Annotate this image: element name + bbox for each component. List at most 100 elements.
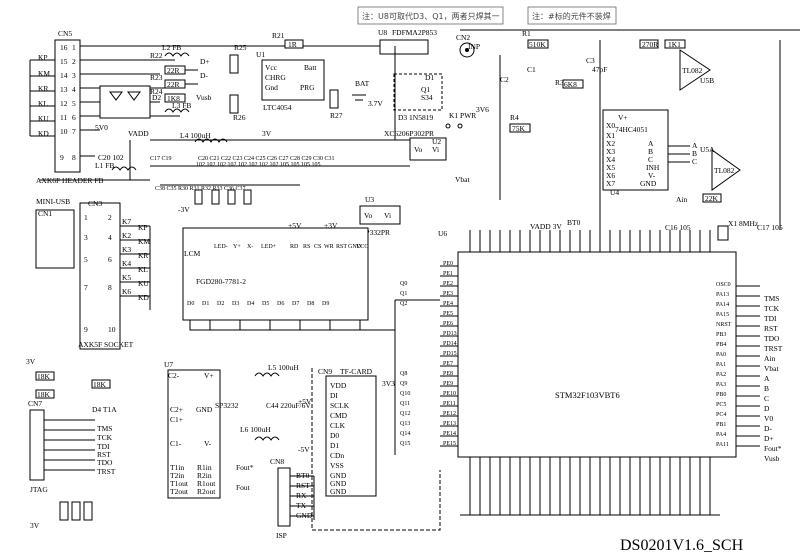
cn5-sig-kp: KP	[38, 53, 48, 62]
svg-text:PE3: PE3	[443, 291, 453, 297]
u5b-ref: U5B	[700, 76, 714, 85]
svg-text:Q2: Q2	[400, 301, 407, 307]
svg-text:C2: C2	[500, 75, 509, 84]
svg-text:K3: K3	[122, 245, 131, 254]
svg-text:CS: CS	[314, 244, 321, 250]
u5b-part: TL082	[682, 66, 703, 75]
svg-text:PE5: PE5	[443, 311, 453, 317]
u8-part: FDFMA2P853	[392, 28, 437, 37]
u1-ref: U1	[256, 50, 265, 59]
rail-ain: Ain	[676, 195, 688, 204]
svg-text:PC5: PC5	[716, 402, 726, 408]
svg-text:C1+: C1+	[170, 415, 183, 424]
svg-text:X6: X6	[606, 171, 615, 180]
u5a-ref: U5A	[700, 145, 715, 154]
svg-text:PRG: PRG	[300, 83, 315, 92]
rail-vbat: Vbat	[455, 175, 470, 184]
cn5-sig-kd: KD	[38, 129, 49, 138]
u5a-part: TL082	[714, 166, 735, 175]
l3-label: L3 FB	[172, 101, 191, 110]
cn5-pin-11: 11	[60, 113, 67, 122]
svg-text:PE7: PE7	[443, 361, 453, 367]
u2-ref: U2	[432, 137, 441, 146]
svg-text:1: 1	[84, 213, 88, 222]
svg-text:3V: 3V	[262, 129, 272, 138]
svg-text:3V3: 3V3	[382, 379, 395, 388]
svg-text:TRST: TRST	[764, 344, 783, 353]
svg-text:D9: D9	[322, 301, 329, 307]
svg-text:B: B	[764, 384, 769, 393]
svg-text:D4: D4	[247, 301, 254, 307]
lcm-module: LCM FGD280-7781-2 LED- Y+ X- LED+ RD RS …	[182, 227, 395, 331]
u7-ref: U7	[164, 360, 173, 369]
svg-text:K7: K7	[122, 217, 131, 226]
svg-text:X7: X7	[606, 179, 615, 188]
svg-text:18K: 18K	[37, 372, 51, 381]
note-u8: 注：U8可取代D3、Q1，两者只焊其一	[357, 6, 504, 25]
svg-text:Q1: Q1	[400, 291, 407, 297]
svg-text:R1in: R1in	[197, 463, 212, 472]
svg-text:C1-: C1-	[170, 439, 182, 448]
cn9-label: TF-CARD	[340, 367, 373, 376]
svg-text:D0: D0	[187, 301, 194, 307]
svg-text:WR: WR	[324, 244, 334, 250]
svg-text:C20 C21 C22 C23 C24 C25 C26 C2: C20 C21 C22 C23 C24 C25 C26 C27 C28 C29 …	[198, 156, 335, 162]
svg-text:C1: C1	[527, 65, 536, 74]
svg-text:R21: R21	[272, 31, 285, 40]
svg-text:Batt: Batt	[304, 63, 317, 72]
svg-text:C38 C35 R30 R31 R32 R33 C36 C3: C38 C35 R30 R31 R32 R33 C36 C37	[155, 186, 246, 192]
svg-text:Q10: Q10	[400, 391, 410, 397]
lcm-part: FGD280-7781-2	[196, 277, 246, 286]
svg-text:D7: D7	[292, 301, 299, 307]
svg-text:PA4: PA4	[716, 432, 726, 438]
svg-text:KU: KU	[138, 279, 149, 288]
svg-text:V+: V+	[618, 113, 628, 122]
cn1-ref: CN1	[38, 209, 52, 218]
svg-text:PE14: PE14	[443, 431, 456, 437]
svg-text:Vi: Vi	[384, 211, 391, 220]
svg-text:10: 10	[108, 325, 116, 334]
rail-vadd3v: VADD 3V	[530, 222, 562, 231]
cn8-label: ISP	[276, 531, 287, 540]
svg-text:TDO: TDO	[764, 334, 780, 343]
svg-text:R2out: R2out	[197, 487, 216, 496]
svg-text:C17 C19: C17 C19	[150, 156, 172, 162]
svg-text:D2: D2	[217, 301, 224, 307]
svg-text:GND: GND	[330, 479, 347, 488]
cn5-sig-kl: KL	[38, 99, 48, 108]
svg-text:VCC: VCC	[356, 244, 368, 250]
svg-text:TCK: TCK	[97, 433, 113, 442]
svg-text:PE10: PE10	[443, 391, 456, 397]
u7-part: SP3232	[215, 401, 239, 410]
svg-text:Q14: Q14	[400, 431, 410, 437]
cn2-ref: CN2	[456, 33, 470, 42]
svg-text:CDn: CDn	[330, 451, 344, 460]
svg-text:R24: R24	[150, 87, 163, 96]
svg-text:Q13: Q13	[400, 421, 410, 427]
svg-text:CLK: CLK	[330, 421, 346, 430]
rail-bt0: BT0	[567, 218, 581, 227]
svg-text:T1out: T1out	[170, 479, 189, 488]
note-hash: 注：#标的元件不装焊	[527, 6, 617, 25]
svg-text:Vo: Vo	[364, 211, 372, 220]
svg-text:Q15: Q15	[400, 441, 410, 447]
svg-text:Fout*: Fout*	[764, 444, 782, 453]
rail-5v0: 5V0	[95, 123, 108, 132]
svg-text:Vusb: Vusb	[764, 454, 780, 463]
svg-text:Gnd: Gnd	[265, 83, 278, 92]
svg-text:PA2: PA2	[716, 372, 726, 378]
cn5-pin-9: 9	[60, 153, 64, 162]
cn5-sig-km: KM	[38, 69, 50, 78]
cn7-jtag: CN7 JTAG TMS TCK TDI RST TDO TRST 18K 18…	[26, 357, 117, 530]
svg-text:KR: KR	[138, 251, 148, 260]
svg-text:TMS: TMS	[764, 294, 779, 303]
svg-text:TDI: TDI	[97, 442, 110, 451]
svg-text:22K: 22K	[705, 194, 719, 203]
svg-text:R1out: R1out	[197, 479, 216, 488]
svg-text:PA13: PA13	[716, 292, 729, 298]
cn5-pin-8: 8	[72, 153, 76, 162]
svg-text:7: 7	[84, 283, 88, 292]
svg-text:3.7V: 3.7V	[368, 99, 383, 108]
